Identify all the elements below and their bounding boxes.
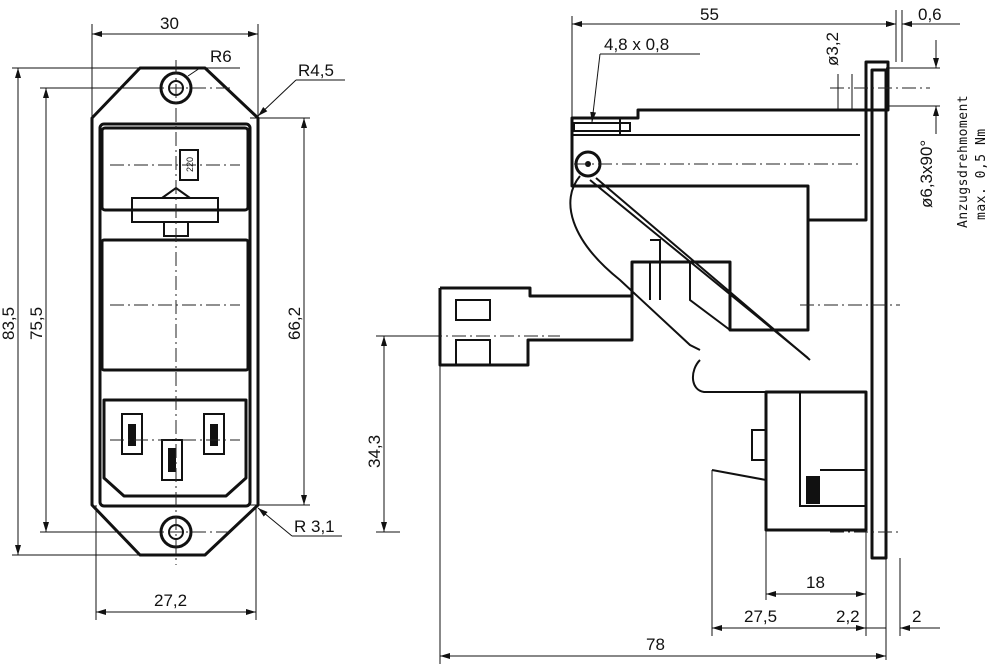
side-housing-upper (570, 108, 868, 222)
dim-overall-depth: 55 (700, 5, 719, 24)
dim-overall-length: 78 (646, 635, 665, 654)
front-view: 220 30 R6 R4,5 R 3,1 (0, 14, 345, 620)
dim-top-width: 30 (160, 14, 179, 33)
dim-overall-height: 83,5 (0, 307, 18, 340)
dim-27-5: 27,5 (744, 607, 777, 626)
torque-note-line2: max. 0,5 Nm (974, 128, 989, 220)
dim-radius-large: R6 (210, 47, 232, 66)
dim-cutout-height: 66,2 (285, 307, 304, 340)
dim-hole-diameter: ø3,2 (823, 32, 842, 66)
dim-countersink: ø6,3x90° (917, 140, 936, 208)
side-inlet-body (764, 390, 868, 532)
torque-note-line1: Anzugsdrehmoment (956, 95, 971, 228)
dim-tab-size: 4,8 x 0,8 (604, 35, 669, 54)
switch-window (100, 238, 250, 372)
side-view: 55 0,6 4,8 x 0,8 ø3,2 ø6,3x90° Anzugsdre… (365, 5, 989, 664)
dim-2-2: 2,2 (836, 607, 860, 626)
fuse-holder-window (100, 126, 250, 212)
dim-axis-height: 34,3 (365, 435, 384, 468)
dim-radius-small: R 3,1 (294, 517, 335, 536)
dim-radius-corner: R4,5 (298, 61, 334, 80)
iec-inlet (102, 398, 248, 498)
fuse-label: 220 (185, 157, 195, 172)
fuse-label-box (179, 149, 199, 181)
dim-hole-pitch: 75,5 (27, 307, 46, 340)
dim-2: 2 (912, 607, 921, 626)
side-flange-plate (870, 68, 888, 560)
front-inner-panel (98, 122, 252, 508)
front-flange-outline (90, 66, 260, 557)
dim-18: 18 (806, 573, 825, 592)
dim-flange-thickness: 0,6 (918, 5, 942, 24)
dim-bottom-width: 27,2 (154, 591, 187, 610)
